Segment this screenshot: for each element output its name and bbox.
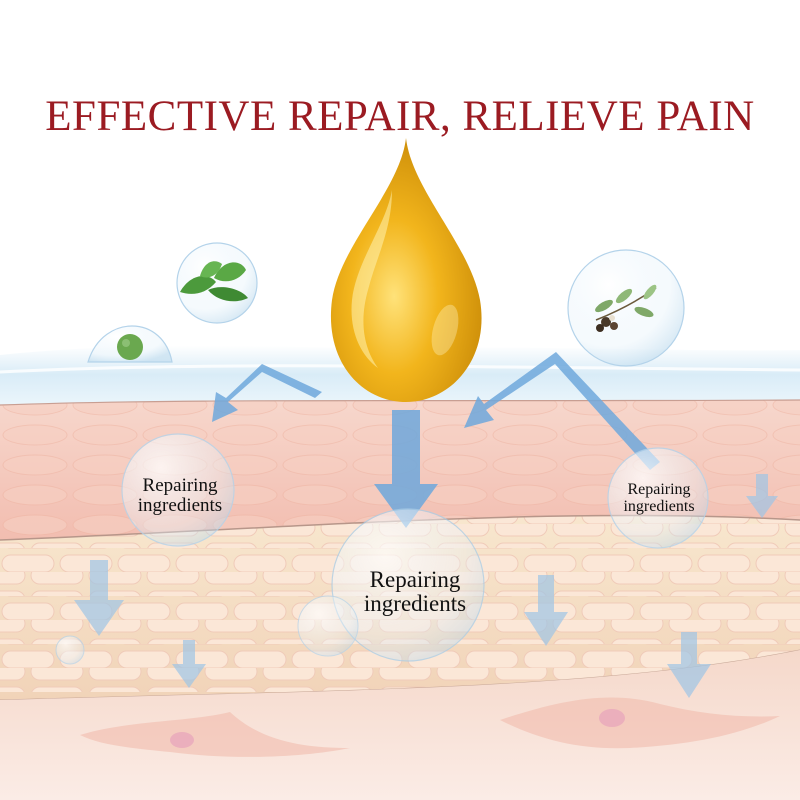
mint-leaf-icon	[180, 261, 248, 302]
bubble-center	[331, 508, 485, 662]
herb-branch-icon	[595, 284, 657, 332]
arrow-center-down-icon	[374, 410, 438, 528]
arrow-down-icon	[746, 474, 778, 518]
herb-ball-icon	[117, 334, 143, 360]
oil-drop-icon	[330, 138, 482, 402]
ingredient-label-right: Repairing ingredients	[606, 481, 712, 516]
bubble-small	[297, 595, 359, 657]
bubble-tiny	[55, 635, 85, 665]
arrow-down-icon	[524, 575, 568, 646]
herb-ball-bubble	[87, 325, 173, 363]
ingredient-label-line: ingredients	[137, 494, 223, 516]
ingredient-label-left: Repairing ingredients	[120, 476, 240, 516]
ingredient-label-center: Repairing ingredients	[330, 567, 500, 617]
ingredient-label-line: ingredients	[363, 591, 467, 617]
ingredient-label-line: Repairing	[142, 475, 218, 496]
branch-bubble	[567, 249, 685, 367]
mint-bubble	[176, 242, 258, 324]
arrow-left-icon	[212, 364, 322, 422]
ingredient-label-line: Repairing	[627, 481, 691, 498]
bubble-left	[121, 433, 235, 547]
bubble-right	[607, 447, 709, 549]
arrow-down-icon	[172, 640, 206, 688]
ingredient-label-line: ingredients	[623, 497, 695, 515]
ingredient-label-line: Repairing	[369, 567, 461, 592]
deep-layer	[0, 650, 800, 800]
arrow-down-icon	[667, 632, 711, 698]
arrow-down-icon	[74, 560, 124, 636]
headline: EFFECTIVE REPAIR, RELIEVE PAIN	[45, 93, 755, 140]
